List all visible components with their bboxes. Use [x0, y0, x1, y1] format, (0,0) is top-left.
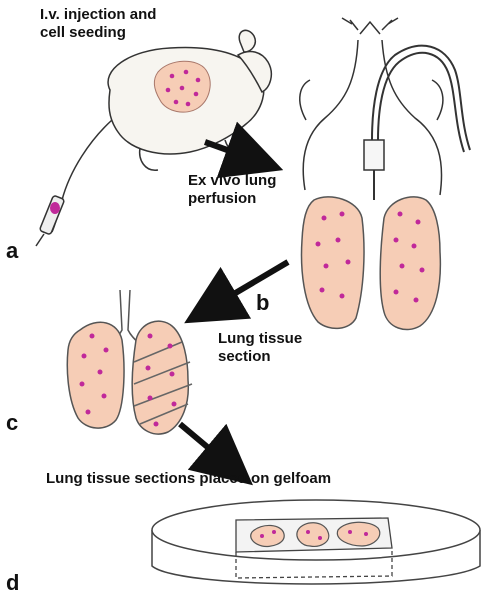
lung-lobe-left-c	[67, 322, 124, 428]
lung-lobe-right-c	[132, 321, 192, 434]
panel-label-b: b	[256, 290, 269, 316]
perfusion-tubing	[364, 46, 470, 200]
mouse-lung-patch	[154, 61, 210, 112]
step-c-line1: Lung tissue	[218, 330, 338, 348]
step-a-label: I.v. injection and cell seeding	[40, 6, 200, 42]
step-b-label: Ex vivo lung perfusion	[188, 172, 328, 208]
step-c-label: Lung tissue section	[218, 330, 338, 366]
lung-lobe-right-b	[380, 197, 440, 330]
step-a-line2: cell seeding	[40, 24, 200, 42]
arrow-b-to-c	[210, 262, 288, 308]
arrow-c-to-d	[180, 424, 230, 466]
tissue-section-2	[297, 523, 329, 547]
syringe-icon	[36, 195, 65, 246]
mouse-ear	[239, 30, 255, 52]
step-d-label: Lung tissue sections placed on gelfoam	[46, 470, 466, 488]
step-b-line1: Ex vivo lung	[188, 172, 328, 190]
arrow-a-to-b	[205, 142, 255, 160]
tissue-section-1	[251, 525, 284, 546]
step-b-line2: perfusion	[188, 190, 328, 208]
panel-label-c: c	[6, 410, 18, 436]
panel-label-d: d	[6, 570, 19, 596]
mouse-tail	[52, 120, 112, 232]
panel-label-a: a	[6, 238, 18, 264]
step-c-line2: section	[218, 348, 338, 366]
lung-lobe-left-b	[302, 197, 364, 329]
step-a-line1: I.v. injection and	[40, 6, 200, 24]
